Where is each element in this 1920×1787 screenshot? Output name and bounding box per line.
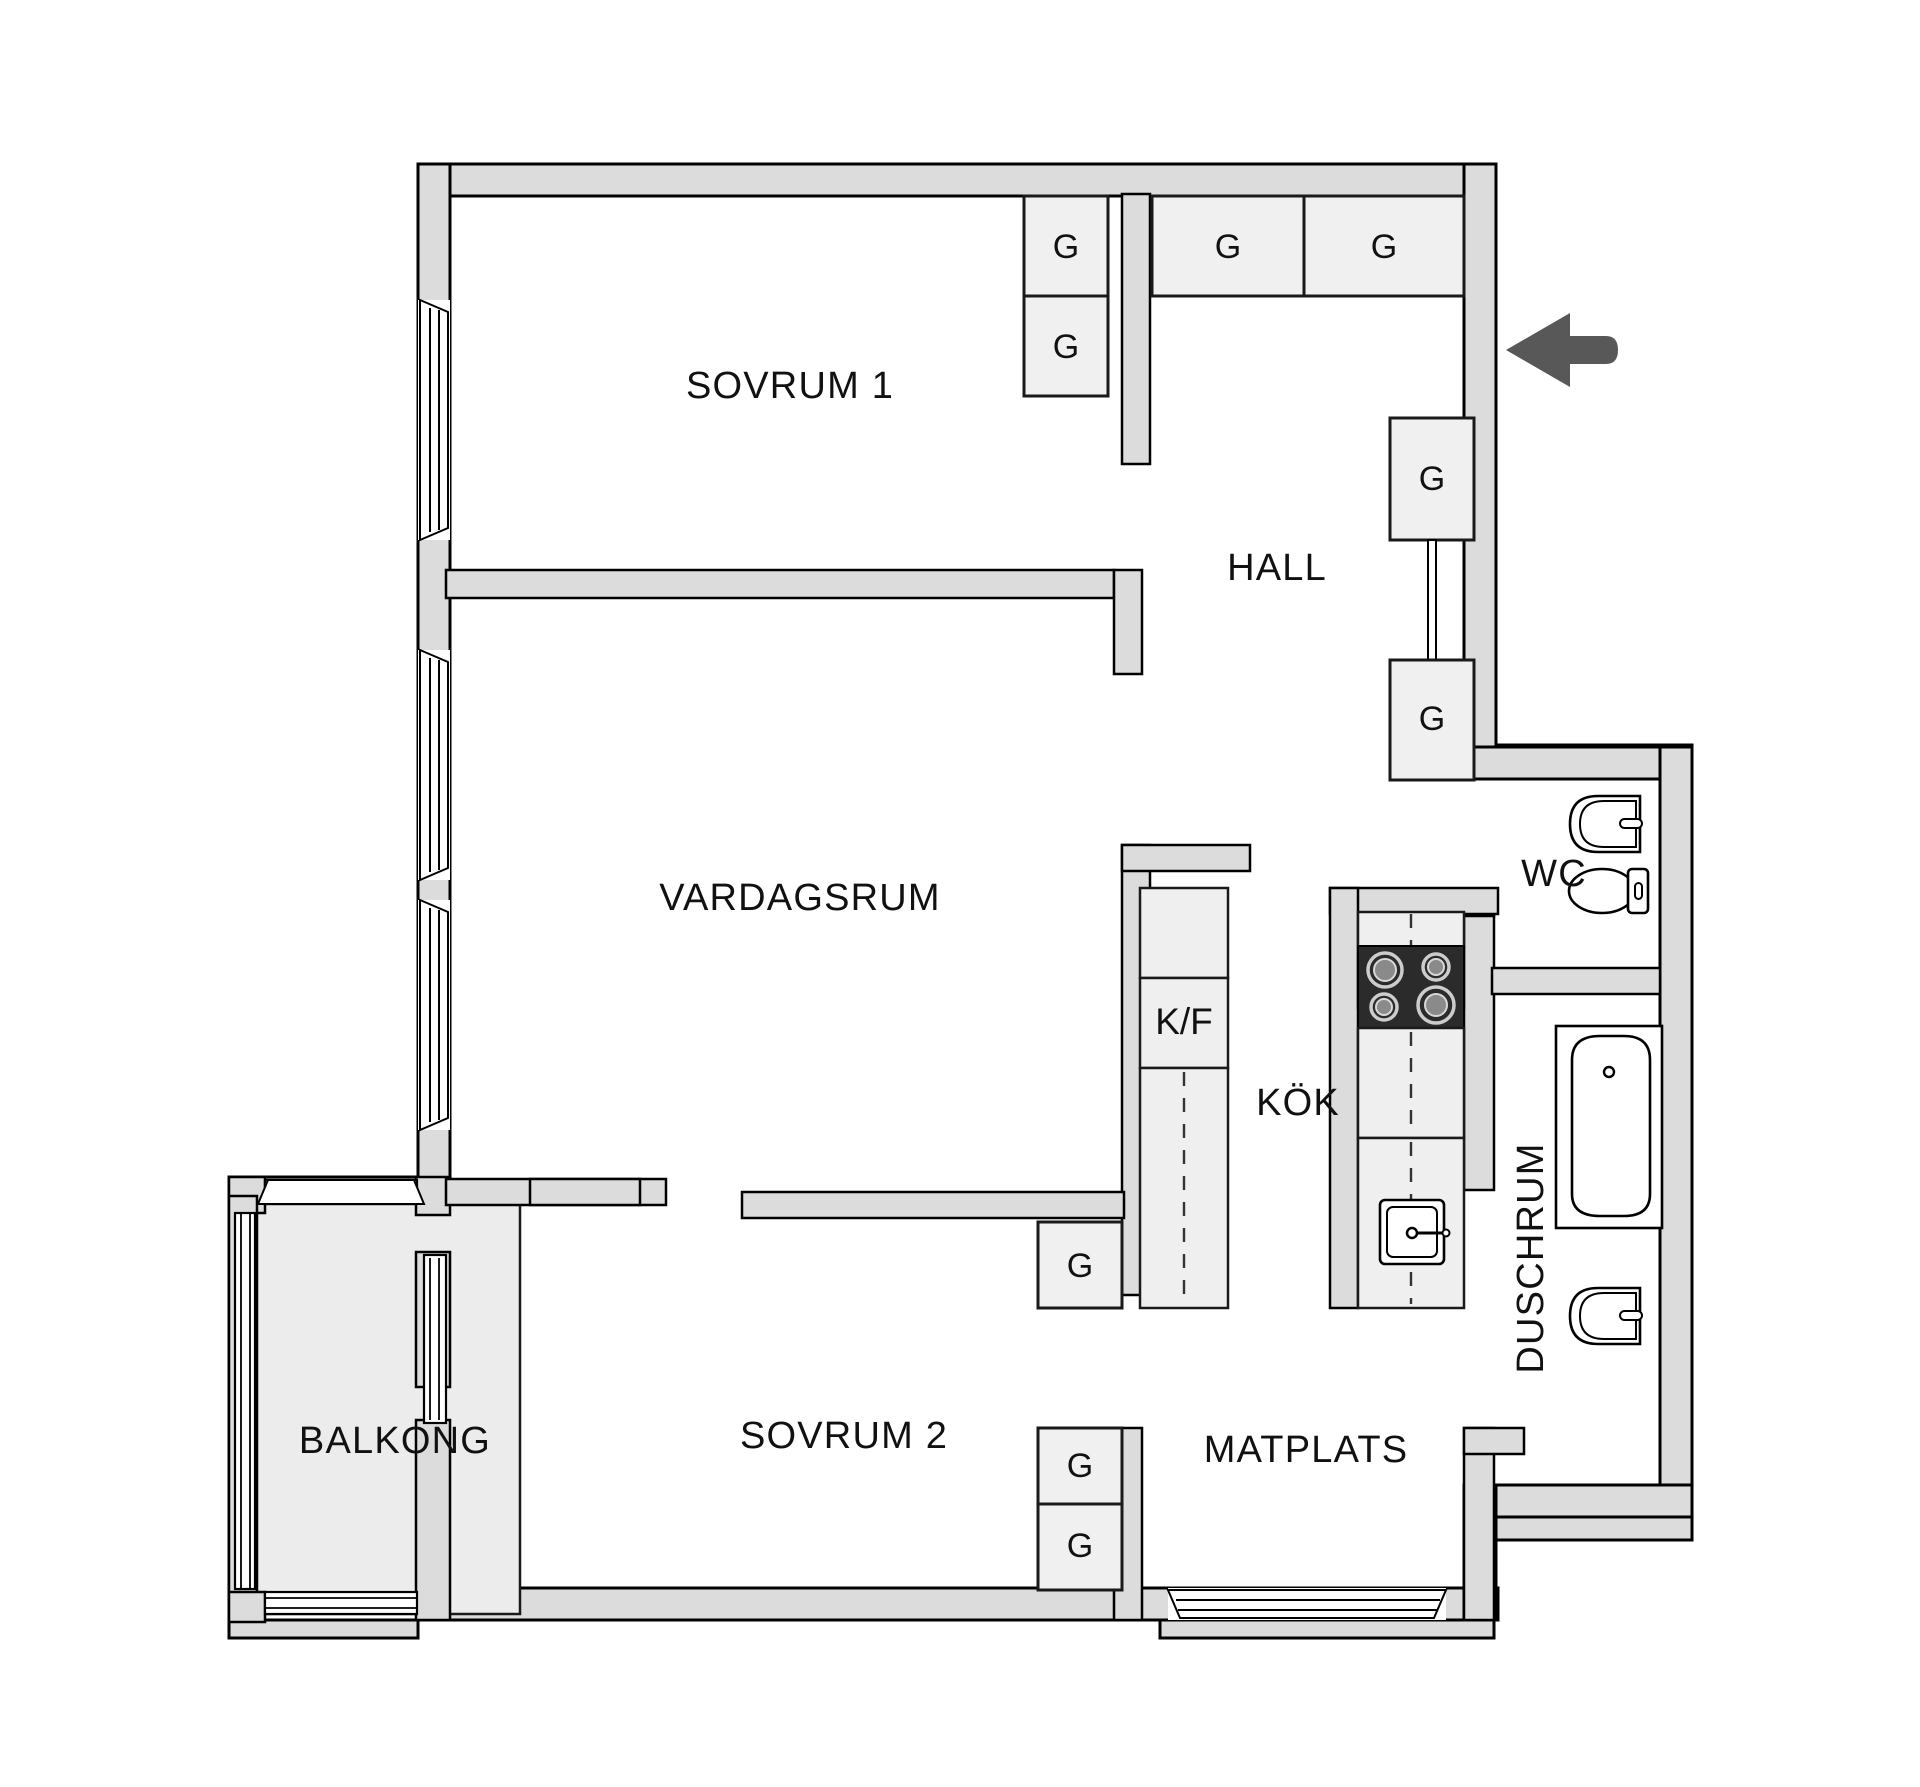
label-kitchen: KÖK bbox=[1256, 1082, 1340, 1124]
washbasin-wc[interactable] bbox=[1568, 794, 1643, 854]
balcony-door bbox=[422, 1253, 448, 1425]
closet-label: G bbox=[1053, 328, 1079, 366]
closet-bedroom1-bottom[interactable]: G bbox=[1022, 294, 1110, 398]
room-labels: SOVRUM 1 VARDAGSRUM HALL KÖK WC SOVRUM 2… bbox=[299, 365, 1587, 1471]
closet-label: G bbox=[1067, 1247, 1093, 1285]
closet-label: G bbox=[1419, 700, 1445, 738]
closet-hall-east-1[interactable]: G bbox=[1388, 416, 1476, 542]
fridge-freezer-column[interactable]: K/F bbox=[1138, 886, 1230, 1310]
closet-label: G bbox=[1053, 228, 1079, 266]
closet-kitchen[interactable]: G bbox=[1036, 1220, 1124, 1310]
closet-label: G bbox=[1067, 1527, 1093, 1565]
window-dining-bottom bbox=[1166, 1588, 1448, 1620]
closet-hall-east-2[interactable]: G bbox=[1388, 658, 1476, 782]
toilet[interactable] bbox=[1567, 867, 1650, 915]
closet-label: G bbox=[1419, 460, 1445, 498]
bathtub[interactable] bbox=[1554, 1024, 1664, 1230]
shower-room-fixtures bbox=[1554, 1024, 1664, 1346]
label-hall: HALL bbox=[1227, 547, 1327, 589]
closet-bedroom2-bottom[interactable]: G bbox=[1036, 1502, 1124, 1592]
label-wc: WC bbox=[1521, 853, 1587, 895]
stove[interactable] bbox=[1357, 945, 1465, 1029]
closet-bedroom2-top[interactable]: G bbox=[1036, 1426, 1124, 1506]
kitchen-counter bbox=[1356, 910, 1466, 1310]
closet-hall-north-1[interactable]: G bbox=[1150, 194, 1306, 298]
closet-bedroom1-top[interactable]: G bbox=[1022, 194, 1110, 298]
closet-hall-east-divider bbox=[1427, 539, 1437, 661]
window-livingroom-lower-left bbox=[418, 898, 450, 1132]
label-dining: MATPLATS bbox=[1204, 1429, 1409, 1471]
label-shower-room: DUSCHRUM bbox=[1510, 1142, 1552, 1373]
balcony-railing-bottom bbox=[263, 1590, 419, 1616]
kitchen-sink[interactable] bbox=[1378, 1198, 1451, 1266]
balcony-railing-left bbox=[233, 1211, 257, 1591]
window-livingroom-upper-left bbox=[418, 648, 450, 882]
label-balcony: BALKONG bbox=[299, 1420, 491, 1462]
closet-label: G bbox=[1371, 228, 1397, 266]
fridge-freezer-label: K/F bbox=[1155, 1001, 1213, 1042]
interior-walls bbox=[444, 192, 1662, 1622]
entrance-arrow bbox=[1506, 313, 1618, 387]
closet-label: G bbox=[1067, 1447, 1093, 1485]
label-bedroom-1: SOVRUM 1 bbox=[686, 365, 894, 407]
wc-fixtures bbox=[1567, 794, 1650, 915]
closet-hall-north-2[interactable]: G bbox=[1302, 194, 1466, 298]
balcony bbox=[227, 1175, 522, 1624]
closet-label: G bbox=[1215, 228, 1241, 266]
closet-group: G G G G G G G bbox=[1022, 194, 1476, 1592]
window-bedroom1-left bbox=[418, 298, 450, 542]
label-living-room: VARDAGSRUM bbox=[659, 877, 941, 919]
balcony-railing-top bbox=[256, 1178, 426, 1205]
label-bedroom-2: SOVRUM 2 bbox=[740, 1415, 948, 1457]
washbasin-shower-room[interactable] bbox=[1568, 1286, 1643, 1346]
